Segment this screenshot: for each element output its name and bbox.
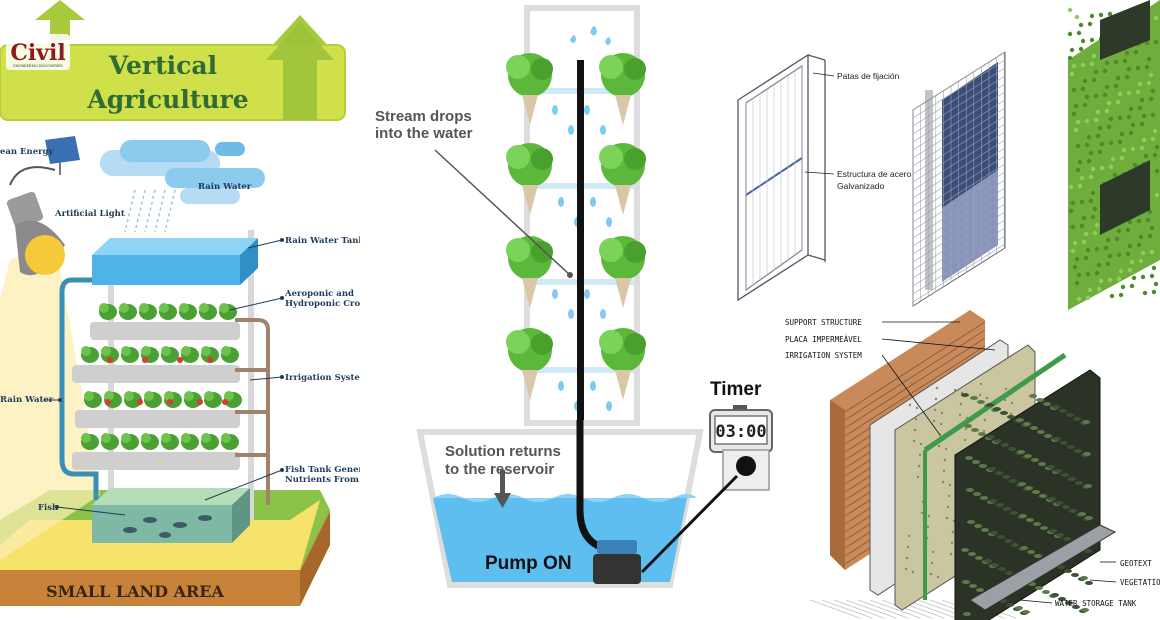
rain-water-tank-label: Rain Water Tank xyxy=(285,236,360,246)
cloud-icon xyxy=(100,140,265,204)
steel-frame-1 xyxy=(737,53,826,302)
rain-water-tank xyxy=(92,238,258,285)
rain-water-cloud-label: Rain Water xyxy=(198,182,252,192)
logo-subtext: ENGINEERING DISCOVERIES xyxy=(13,64,63,68)
green-wall-sample xyxy=(1067,0,1160,310)
tower-panel: Pump ON Stream drops into the water Solu… xyxy=(375,5,773,588)
timer-icon: 03:00 xyxy=(709,405,773,491)
rain-water-pipe xyxy=(59,277,99,500)
fish-tank xyxy=(92,488,250,543)
leaf-icon xyxy=(81,303,242,450)
rain-water-pipe-label: Rain Water xyxy=(0,395,54,405)
fish-label: Fish xyxy=(38,503,58,513)
timer-label: Timer xyxy=(710,379,762,400)
solution-label-line1: Solution returns xyxy=(445,443,561,460)
crops-label-line2: Hydroponic Crops xyxy=(285,299,360,309)
vertical-agriculture-panel: Vertical Agriculture Civil ENGINEERING D… xyxy=(0,0,360,606)
crops-label-line1: Aeroponic and xyxy=(284,289,354,299)
irrigation-label: IRRIGATION SYSTEM xyxy=(785,351,862,360)
steel-frame-2 xyxy=(912,51,1006,307)
water-storage-tank xyxy=(969,524,1117,611)
estructura-label-line2: Galvanizado xyxy=(837,181,885,191)
support-structure-label: SUPPORT STRUCTURE xyxy=(785,318,862,327)
leaf-icon xyxy=(506,53,646,400)
timer-display: 03:00 xyxy=(715,422,766,442)
small-land-area-label: SMALL LAND AREA xyxy=(46,582,224,601)
pump-icon xyxy=(593,540,641,584)
rain-drops xyxy=(124,189,176,233)
fish-tank-label-line2: Nutrients From Waste xyxy=(285,475,360,485)
page-title-line2: Agriculture xyxy=(86,85,248,114)
logo: Civil ENGINEERING DISCOVERIES xyxy=(6,34,70,70)
artificial-light-label: Artificial Light xyxy=(54,209,125,219)
placa-label: PLACA IMPERMEÁVEL xyxy=(785,335,862,344)
vegetation-label: VEGETATIO xyxy=(1120,578,1160,587)
irrigation-pipe xyxy=(235,318,270,505)
title-banner xyxy=(0,45,345,120)
patas-label: Patas de fijación xyxy=(837,71,900,81)
crop-shelves xyxy=(72,322,240,470)
lamp-icon xyxy=(6,166,65,276)
steel-frames-panel: Patas de fijación Estructura de acero Ga… xyxy=(737,51,1006,307)
fish-icon xyxy=(123,515,212,538)
green-wall-layers-panel: SUPPORT STRUCTURE PLACA IMPERMEÁVEL IRRI… xyxy=(785,310,1160,620)
estructura-label-line1: Estructura de acero xyxy=(837,169,911,179)
logo-text: Civil xyxy=(10,40,65,66)
clean-energy-label: ean Energy xyxy=(0,147,55,157)
stream-label-line1: Stream drops xyxy=(375,108,472,125)
pump-label: Pump ON xyxy=(485,553,572,574)
solar-panel-icon xyxy=(45,136,80,175)
page-title-line1: Vertical xyxy=(108,51,217,80)
fish-tank-label-line1: Fish Tank Generates xyxy=(285,465,360,475)
center-pipe xyxy=(577,60,584,420)
water-storage-label: WATER STORAGE TANK xyxy=(1055,599,1137,608)
stream-label-line2: into the water xyxy=(375,125,473,142)
irrigation-system-label: Irrigation System xyxy=(285,373,360,383)
geotext-label: GEOTEXT xyxy=(1120,559,1152,568)
solution-label-line2: to the reservoir xyxy=(445,461,554,478)
